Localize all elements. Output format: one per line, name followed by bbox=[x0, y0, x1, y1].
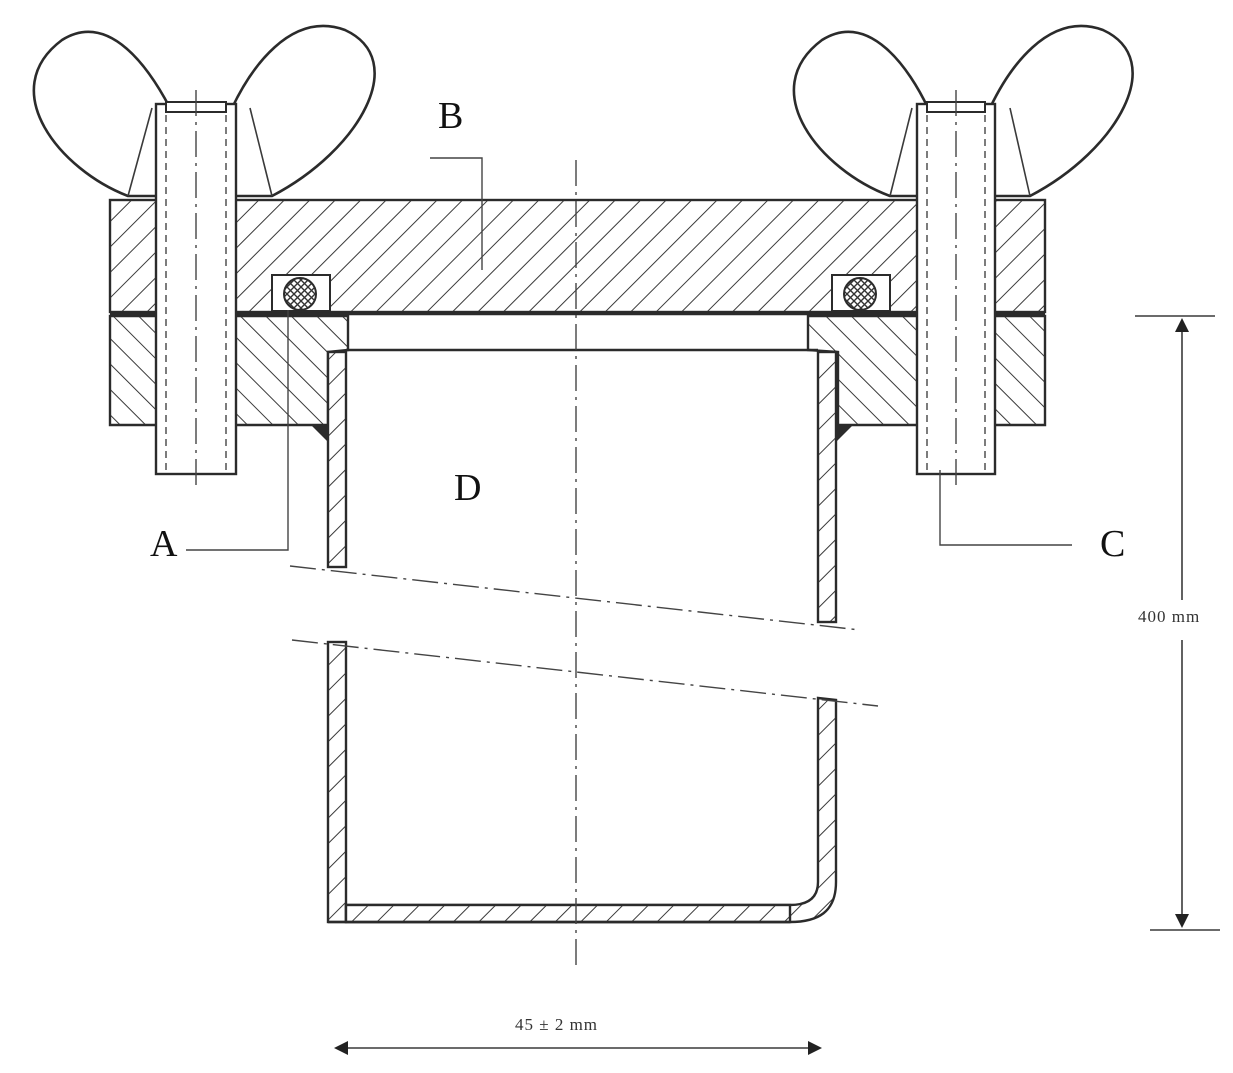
lid-plate bbox=[108, 198, 1047, 314]
height-dimension bbox=[1135, 315, 1220, 931]
cylinder-wall bbox=[312, 348, 852, 924]
height-dimension-label: 400 mm bbox=[1138, 607, 1200, 626]
label-c: C bbox=[1100, 523, 1125, 565]
leader-lines bbox=[186, 157, 1072, 551]
o-ring-right bbox=[831, 274, 891, 312]
bolt-left bbox=[154, 90, 238, 490]
label-a: A bbox=[150, 523, 178, 565]
flange bbox=[108, 312, 1047, 427]
width-dimension-label: 45 ± 2 mm bbox=[515, 1015, 598, 1034]
label-b: B bbox=[438, 95, 463, 137]
label-d: D bbox=[454, 467, 481, 509]
break-lines bbox=[289, 565, 879, 707]
bolt-right bbox=[915, 90, 997, 490]
o-ring-left bbox=[271, 274, 331, 312]
